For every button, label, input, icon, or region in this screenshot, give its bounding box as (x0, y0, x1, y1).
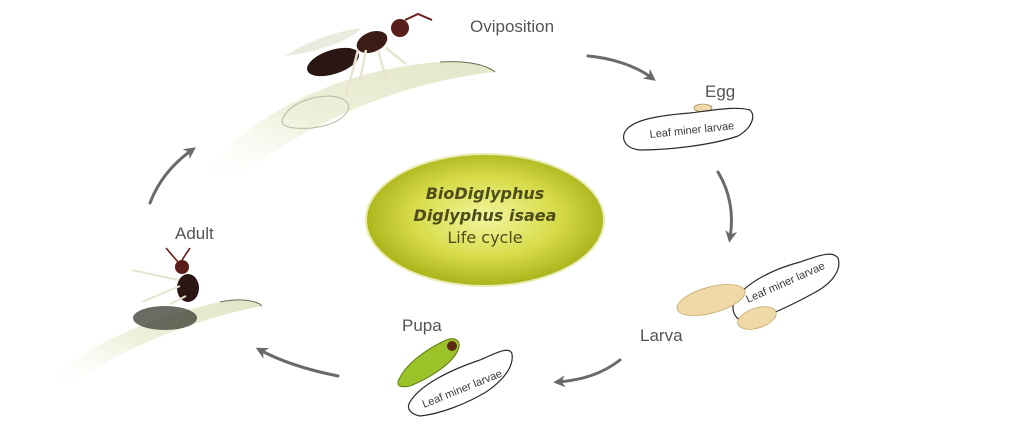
arrow-pupa-to-adult (255, 347, 340, 378)
adult-shadow (133, 306, 197, 330)
pupa-stage: Pupa Leaf miner larvae (397, 316, 513, 417)
pupa-eye-icon (447, 341, 457, 351)
arrow-adult-to-oviposition (148, 147, 196, 205)
oviposition-host-larva (281, 95, 350, 129)
egg-host-larva (623, 107, 754, 151)
center-title-line1: BioDiglyphus (426, 184, 545, 203)
arrow-larva-to-pupa (553, 358, 622, 388)
arrow-egg-to-larva (716, 170, 738, 243)
egg-stage: Egg Leaf miner larvae (623, 82, 754, 151)
larva-stage: Leaf miner larvae Larva (640, 253, 840, 345)
stage-label-oviposition: Oviposition (470, 17, 554, 36)
stage-label-pupa: Pupa (402, 316, 442, 335)
center-title-ellipse: BioDiglyphus Diglyphus isaea Life cycle (365, 153, 605, 287)
oviposition-stage: Oviposition (195, 12, 554, 181)
stage-label-egg: Egg (705, 82, 735, 101)
pupa-icon (397, 338, 460, 388)
center-title-line2: Diglyphus isaea (414, 206, 557, 225)
oviposition-leaf (195, 61, 495, 181)
adult-wasp (131, 247, 199, 305)
stage-label-adult: Adult (175, 224, 214, 243)
arrow-oviposition-to-egg (586, 54, 656, 81)
parasitoid-larva-icon (676, 284, 746, 316)
pupa-host-larva (407, 349, 513, 417)
oviposition-wasp (285, 12, 433, 97)
adult-stage: Adult (42, 224, 263, 388)
stage-label-larva: Larva (640, 326, 683, 345)
cycle-arrows (148, 54, 738, 388)
adult-leaf (42, 299, 262, 388)
center-title-line3: Life cycle (447, 228, 522, 247)
parasitoid-larva-icon-small (737, 306, 777, 330)
